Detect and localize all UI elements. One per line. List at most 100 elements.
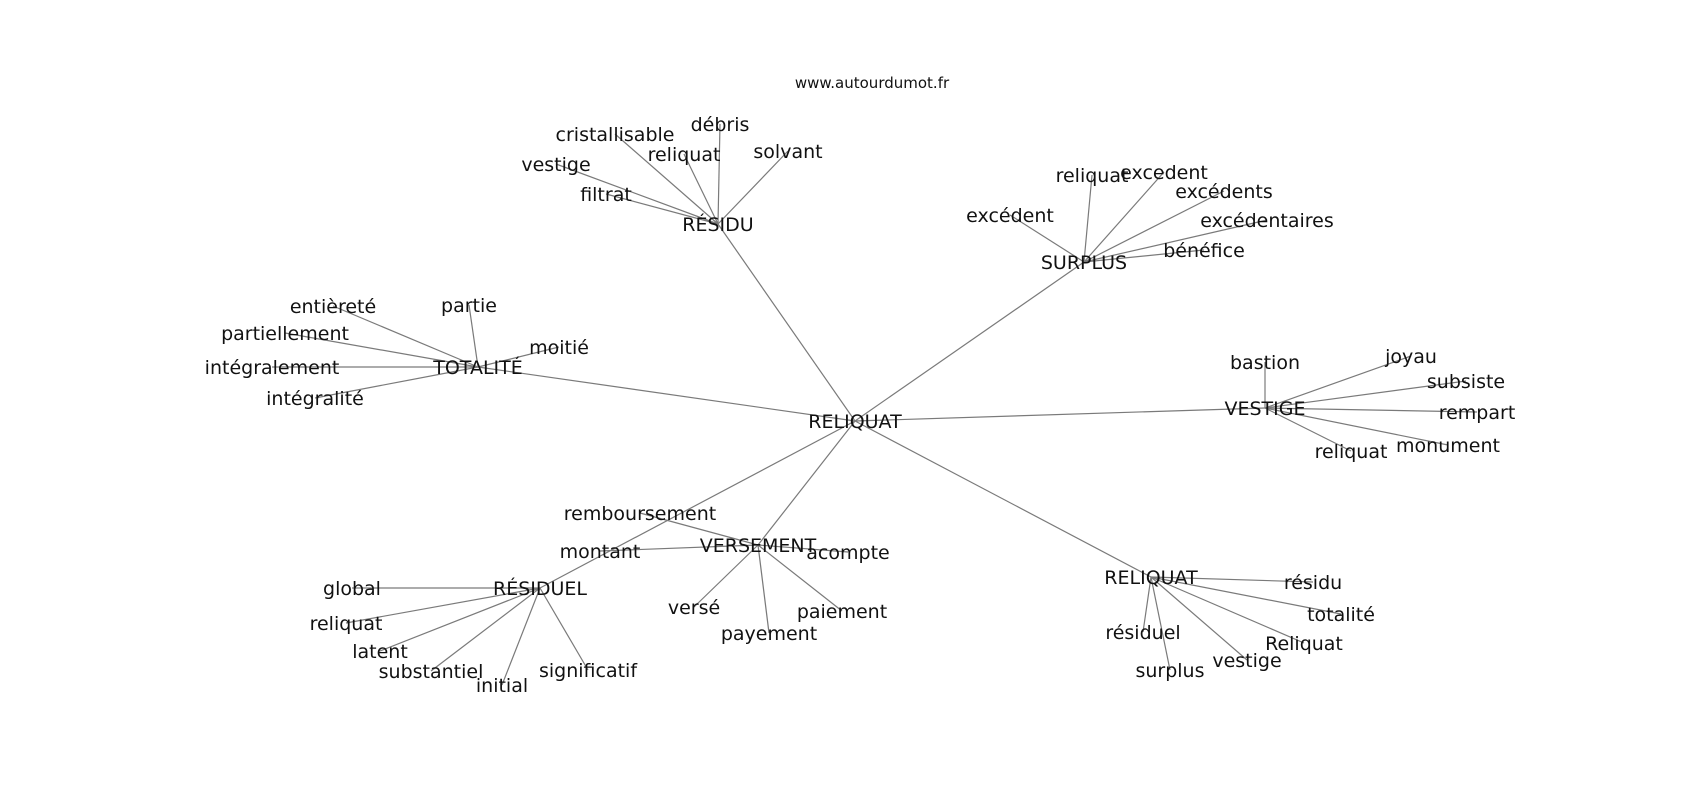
edge-hub-to-word	[1083, 190, 1225, 263]
word-node-label[interactable]: vestige	[1212, 650, 1281, 672]
edge-hub-to-word	[1264, 380, 1467, 409]
edge-hub-to-word	[468, 304, 479, 368]
edge-center-to-hub	[854, 261, 1085, 422]
word-node-label[interactable]: substantiel	[379, 661, 484, 683]
edge-hub-to-word	[501, 587, 541, 686]
hub-node-label[interactable]: SURPLUS	[1041, 252, 1127, 274]
word-node-label[interactable]: reliquat	[1315, 441, 1388, 463]
hub-node-label[interactable]: RÉSIDUEL	[493, 577, 587, 600]
word-node-label[interactable]: résiduel	[1105, 622, 1180, 644]
word-node-label[interactable]: excédents	[1175, 181, 1273, 203]
edge-hub-to-word	[1264, 407, 1478, 413]
word-node-label[interactable]: moitié	[529, 337, 589, 359]
word-node-label[interactable]: excédent	[966, 205, 1054, 227]
edge-hub-to-word	[757, 544, 770, 634]
site-url[interactable]: www.autourdumot.fr	[795, 74, 950, 92]
center-node-label[interactable]: RELIQUAT	[808, 411, 902, 433]
word-node-label[interactable]: latent	[352, 641, 408, 663]
edge-hub-to-word	[314, 366, 479, 399]
edge-hub-to-word	[757, 544, 849, 553]
word-node-label[interactable]: reliquat	[310, 613, 383, 635]
edge-hub-to-word	[1264, 407, 1449, 446]
edge-hub-to-word	[599, 544, 759, 552]
edge-hub-to-word	[1083, 174, 1093, 263]
graph-edges	[272, 123, 1478, 686]
word-node-label[interactable]: intégralité	[266, 388, 364, 410]
edge-hub-to-word	[717, 123, 721, 225]
edge-hub-to-word	[345, 587, 541, 624]
hub-node-label[interactable]: RELIQUAT	[1104, 567, 1198, 589]
word-node-label[interactable]: remboursement	[564, 503, 716, 525]
hub-node-label[interactable]: TOTALITÉ	[432, 356, 523, 379]
edge-hub-to-word	[1083, 219, 1268, 263]
edge-hub-to-word	[639, 512, 759, 546]
word-node-label[interactable]: joyau	[1384, 346, 1437, 368]
edge-center-to-hub	[757, 420, 856, 546]
word-node-label[interactable]: montant	[560, 541, 641, 563]
word-node-label[interactable]: monument	[1396, 435, 1500, 457]
edge-hub-to-word	[605, 193, 719, 225]
edge-hub-to-word	[717, 150, 789, 225]
word-node-label[interactable]: initial	[476, 675, 528, 697]
edge-hub-to-word	[1150, 576, 1314, 583]
hub-node-label[interactable]: VERSEMENT	[700, 535, 817, 557]
edge-center-to-hub	[477, 366, 856, 422]
word-node-label[interactable]: intégralement	[205, 357, 340, 379]
edge-center-to-hub	[854, 420, 1152, 578]
word-node-label[interactable]: partie	[441, 295, 497, 317]
edge-hub-to-word	[683, 153, 719, 225]
word-node-label[interactable]: reliquat	[1056, 165, 1129, 187]
edge-hub-to-word	[757, 544, 843, 612]
edge-hub-to-word	[1264, 355, 1412, 409]
word-node-label[interactable]: solvant	[753, 141, 822, 163]
word-node-label[interactable]: vestige	[521, 154, 590, 176]
edge-hub-to-word	[539, 587, 589, 671]
edge-hub-to-word	[1264, 407, 1352, 452]
word-node-label[interactable]: versé	[668, 597, 720, 619]
edge-hub-to-word	[1150, 576, 1171, 671]
edge-center-to-hub	[539, 420, 856, 589]
edge-hub-to-word	[1150, 576, 1248, 661]
word-node-label[interactable]: paiement	[797, 601, 887, 623]
edge-hub-to-word	[332, 305, 479, 368]
edge-hub-to-word	[430, 587, 541, 672]
edge-hub-to-word	[1150, 576, 1305, 644]
edge-hub-to-word	[1083, 171, 1165, 263]
edge-hub-to-word	[693, 544, 759, 608]
word-node-label[interactable]: partiellement	[221, 323, 349, 345]
word-node-label[interactable]: Reliquat	[1265, 633, 1343, 655]
edge-hub-to-word	[379, 587, 541, 652]
word-node-label[interactable]: excédentaires	[1200, 210, 1334, 232]
edge-hub-to-word	[284, 332, 479, 368]
word-node-label[interactable]: filtrat	[580, 184, 632, 206]
word-node-label[interactable]: subsiste	[1427, 371, 1505, 393]
edge-hub-to-word	[1083, 249, 1205, 263]
word-node-label[interactable]: reliquat	[648, 144, 721, 166]
word-node-label[interactable]: résidu	[1284, 572, 1342, 594]
edge-center-to-hub	[854, 407, 1266, 422]
edge-hub-to-word	[1009, 214, 1085, 263]
word-node-label[interactable]: payement	[721, 623, 817, 645]
hub-node-label[interactable]: RÉSIDU	[682, 213, 753, 236]
word-node-label[interactable]: totalité	[1307, 604, 1375, 626]
word-node-label[interactable]: cristallisable	[556, 124, 675, 146]
edge-hub-to-word	[1142, 576, 1152, 633]
word-node-label[interactable]: entièreté	[290, 296, 376, 318]
word-node-label[interactable]: significatif	[539, 660, 638, 682]
word-node-label[interactable]: débris	[691, 114, 750, 136]
word-node-label[interactable]: surplus	[1135, 660, 1204, 682]
word-node-label[interactable]: bénéfice	[1163, 240, 1245, 262]
word-node-label[interactable]: acompte	[806, 542, 889, 564]
word-node-label[interactable]: rempart	[1439, 402, 1516, 424]
graph-labels: www.autourdumot.fr RELIQUAT débris crista…	[205, 74, 1516, 697]
edge-center-to-hub	[717, 223, 856, 422]
edge-hub-to-word	[1150, 576, 1342, 615]
hub-node-label[interactable]: VESTIGE	[1224, 398, 1305, 420]
edge-hub-to-word	[614, 133, 719, 225]
word-node-label[interactable]: global	[323, 578, 381, 600]
word-node-label[interactable]: excedent	[1120, 162, 1208, 184]
word-node-label[interactable]: bastion	[1230, 352, 1300, 374]
edge-hub-to-word	[477, 346, 560, 368]
edge-hub-to-word	[555, 163, 719, 225]
